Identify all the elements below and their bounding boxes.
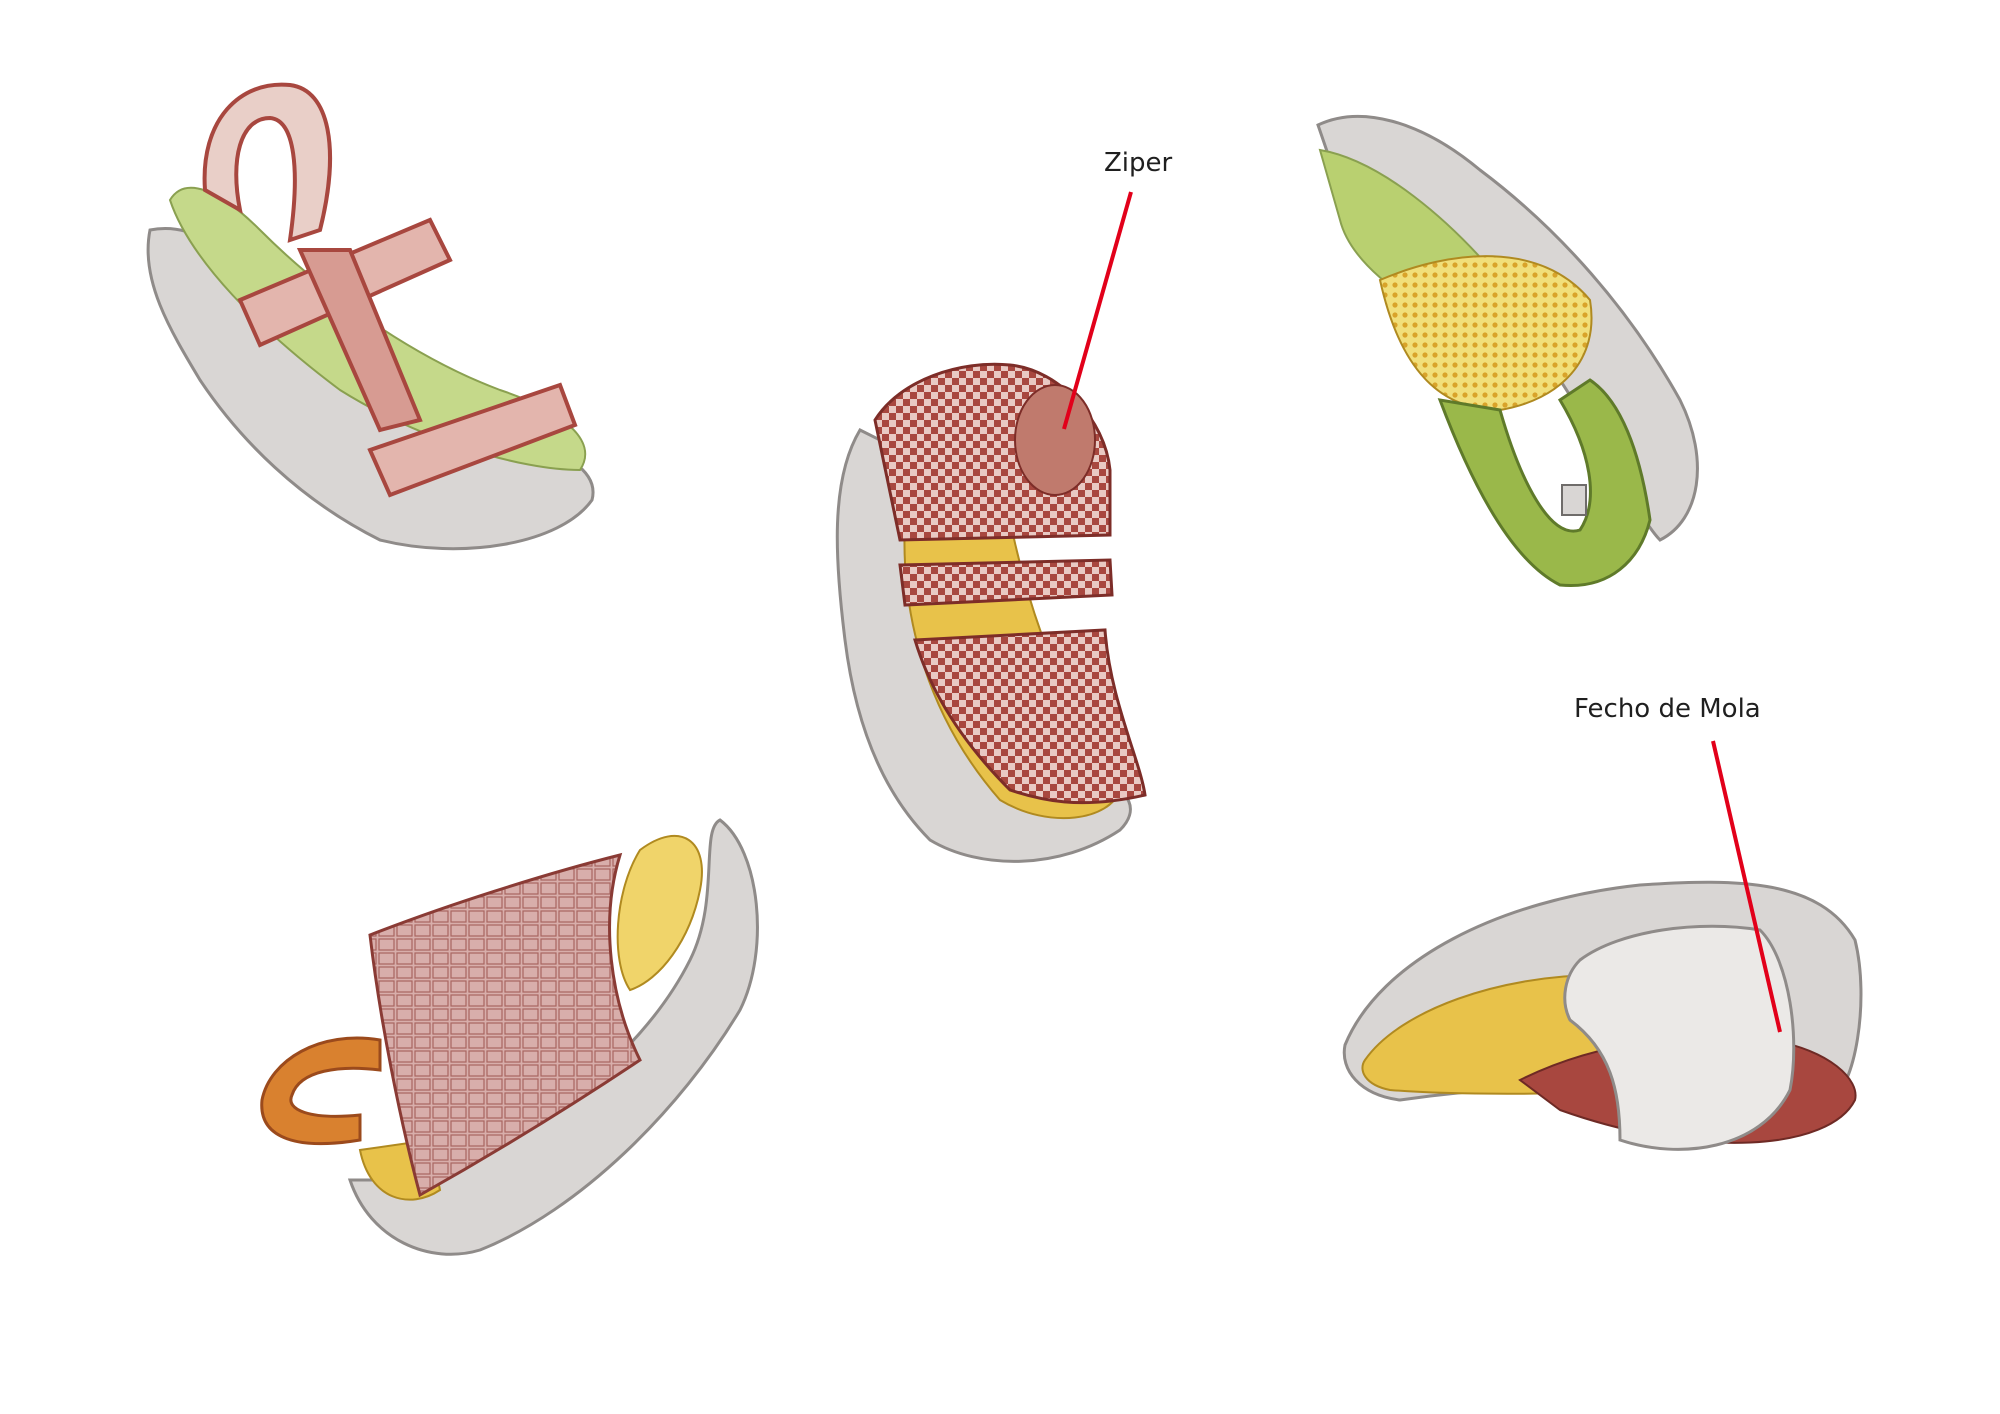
insole-heel [616, 834, 703, 992]
green-toe-strap [1437, 378, 1652, 588]
ziper-leader-line [1062, 191, 1133, 430]
sandal-sketch-slide [260, 818, 759, 1256]
center-strap [296, 248, 423, 433]
woven-upper [368, 852, 642, 1198]
collar-opening [1014, 384, 1096, 496]
dotted-upper [1378, 255, 1593, 412]
sandal-sketch-green [1316, 114, 1699, 588]
middle-strap [898, 558, 1114, 607]
toe-strap [367, 382, 578, 498]
sandal-sketch-closed [1342, 880, 1863, 1151]
white-upper [1563, 924, 1796, 1151]
heel-loop-strap [202, 82, 332, 243]
fecho-de-mola-annotation-label: Fecho de Mola [1574, 694, 1761, 724]
toe-upper [913, 628, 1147, 805]
ziper-annotation-label: Ziper [1104, 148, 1173, 178]
buckle [1561, 484, 1587, 516]
sandal-sketch-checkered [835, 362, 1147, 863]
fecho-de-mola-leader-line [1711, 740, 1782, 1033]
orange-back-strap [260, 1036, 382, 1146]
sandal-sketch-strappy [146, 82, 595, 551]
